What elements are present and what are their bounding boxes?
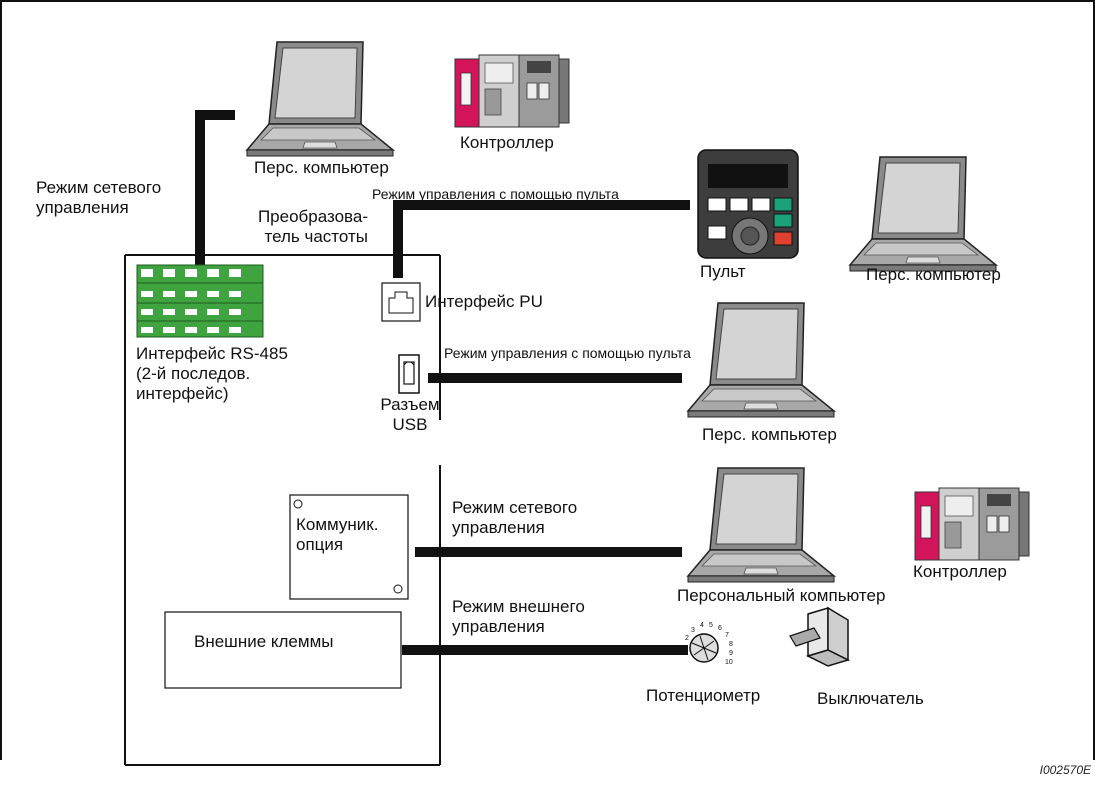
label-external-terminals: Внешние клеммы [194,632,334,651]
label-pu-interface: Интерфейс PU [425,292,543,311]
label-pc-right: Перс. компьютер [866,265,1001,284]
plc-controller-icon-top [454,54,570,128]
label-inverter: Преобразова- тель частоты [257,207,368,246]
svg-text:3: 3 [691,627,695,634]
svg-text:4: 4 [700,622,704,629]
label-pult: Пульт [700,262,746,281]
svg-text:9: 9 [729,650,733,657]
label-usb-port: Разъем USB [380,395,440,434]
label-potentiometer: Потенциометр [646,686,761,705]
cable-pu-to-pult [393,200,690,278]
svg-text:7: 7 [725,632,729,639]
label-pc-top: Перс. компьютер [254,158,389,177]
label-rs485: Интерфейс RS-485 (2-й последов. интерфей… [136,344,288,403]
label-pc-usb: Перс. компьютер [702,425,837,444]
external-terminals-box [164,611,402,689]
label-network-mode-top: Режим сетевого управления [36,178,162,217]
operation-panel-icon [697,149,799,259]
svg-text:6: 6 [718,625,722,632]
plc-controller-icon-bottom [914,487,1030,561]
label-usb-mode: Режим управления с помощью пульта [444,345,691,361]
pu-port-icon [381,282,421,322]
svg-text:10: 10 [725,659,733,666]
label-comm-option: Коммуник. опция [296,515,379,554]
usb-port-icon [398,354,420,394]
svg-text:8: 8 [729,641,733,648]
label-switch: Выключатель [817,689,924,708]
comm-option-board [289,494,409,600]
laptop-icon-right [849,156,997,272]
laptop-icon-network [687,467,835,583]
label-pc-full: Персональный компьютер [677,586,886,605]
label-controller-bottom: Контроллер [913,562,1007,581]
label-external-mode: Режим внешнего управления [452,597,585,636]
label-pu-mode: Режим управления с помощью пульта [372,186,619,202]
label-controller-top: Контроллер [460,133,554,152]
svg-text:5: 5 [709,622,713,629]
cable-rs485-to-pc [195,110,235,265]
laptop-icon-usb [687,302,835,418]
switch-icon [789,606,851,667]
figure-reference: I002570E [1039,763,1091,777]
svg-text:2: 2 [685,635,689,642]
svg-text:1: 1 [684,645,688,652]
rs485-terminal-block [136,264,264,338]
label-network-mode-bottom: Режим сетевого управления [452,498,578,537]
laptop-icon-top [246,41,394,157]
